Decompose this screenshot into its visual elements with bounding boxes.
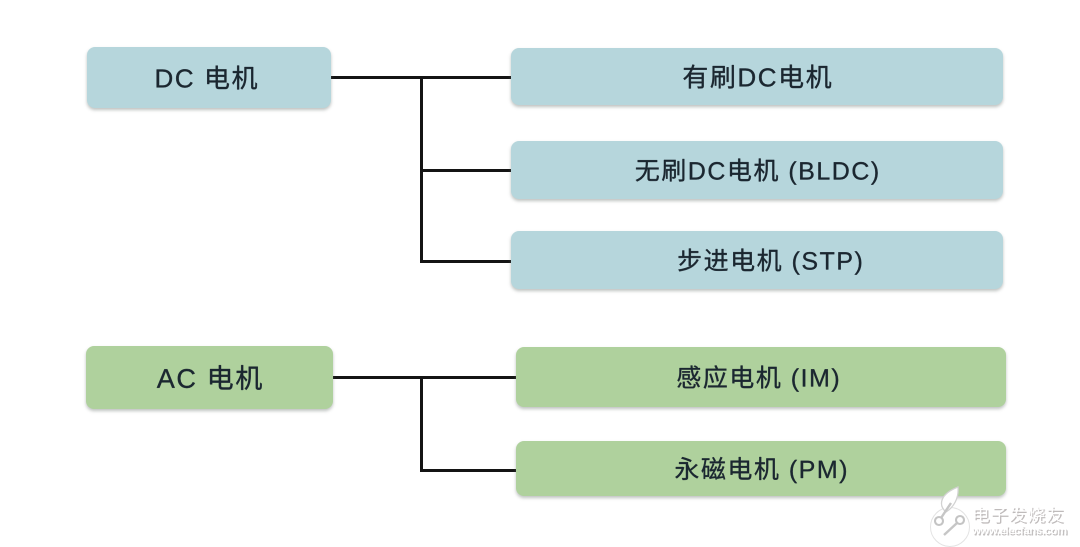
svg-text:www.elecfans.com: www.elecfans.com [971,525,1067,537]
svg-text:www.elecfans.com: www.elecfans.com [972,526,1068,538]
